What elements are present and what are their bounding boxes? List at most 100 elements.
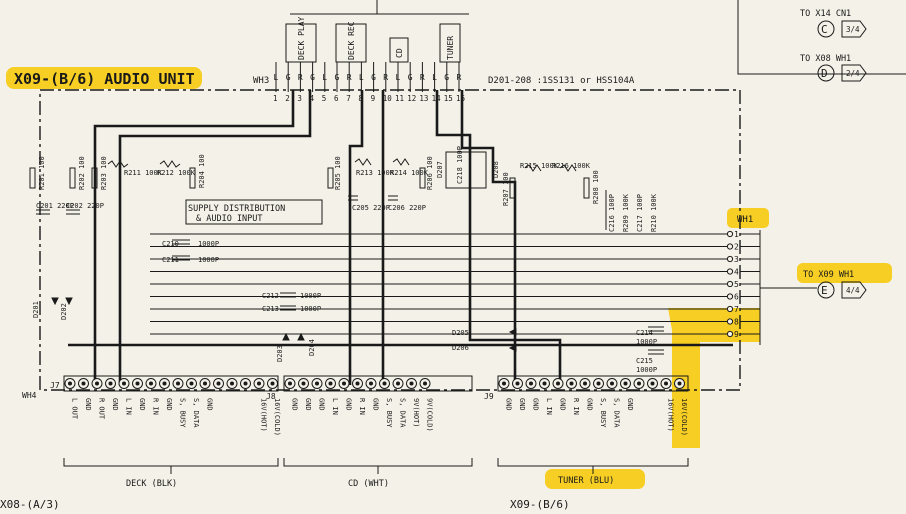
j7-pin-dot: [149, 381, 153, 386]
label-c215-value: 1000P: [636, 366, 657, 374]
j9-pin-dot: [623, 381, 628, 386]
j8-pin-label: 9V(COLD): [426, 398, 434, 432]
deck-play-r-trace: [118, 90, 312, 385]
label-r209: R209 100K: [622, 193, 630, 232]
j9-pin-dot: [529, 381, 533, 386]
label-d208: D208: [492, 161, 500, 178]
label-c215: C215: [636, 357, 653, 365]
j8-pin-dot: [342, 381, 346, 386]
j8-pin-dot: [315, 381, 319, 386]
j7-pin-dot: [189, 381, 194, 386]
label-c214: C214: [636, 329, 653, 337]
j9-pin-label: GND: [505, 398, 513, 411]
label-r204: R204 100: [198, 154, 206, 188]
bottom-right-label: X09-(B/6): [510, 498, 570, 511]
j7-pin-label: GND: [138, 398, 146, 411]
j9-pin-label: GND: [626, 398, 634, 411]
j9-pin-label: 16V(HOT): [667, 398, 675, 432]
j7-pin-dot: [257, 381, 261, 386]
label-c218: C218 100P: [456, 146, 464, 184]
j7-pin-dot: [81, 381, 86, 386]
wh3-pin-number: 7: [346, 94, 351, 103]
j9-pin-dot: [650, 381, 655, 386]
wh3-pin-number: 1: [273, 94, 278, 103]
j8-pin-label: GND: [372, 398, 380, 411]
j7-pin-dot: [122, 381, 126, 386]
j8-pin-dot: [423, 381, 427, 386]
j8-pin-dot: [409, 381, 414, 386]
label-c214-value: 1000P: [636, 338, 657, 346]
j8-pin-label: 9V(HOT): [412, 398, 420, 428]
j7-label: J7: [50, 381, 60, 390]
j9-pin-label: S, DATA: [613, 398, 621, 428]
cold-line-highlight: [668, 308, 760, 448]
wh3-pin-number: 10: [383, 94, 393, 103]
label-r206: R206 100: [426, 156, 434, 190]
label-d203: D203: [276, 345, 284, 362]
group-tuner: TUNER: [446, 36, 455, 60]
to-x09-circle-letter: E: [821, 284, 828, 297]
j8-pin-dot: [328, 381, 333, 386]
group-cd: CD: [395, 48, 404, 58]
j9-pin-label: GND: [586, 398, 594, 411]
j9-pin-label: GND: [559, 398, 567, 411]
label-d206: D206: [452, 344, 469, 352]
to-x09-highlight: [797, 263, 892, 283]
j9-pin-dot: [637, 381, 641, 386]
wh3-pin-number: 3: [297, 94, 302, 103]
wh1-pin-number: 9: [734, 330, 739, 339]
j7-pin-label: S, BUSY: [179, 398, 187, 428]
wh1-pin-number: 3: [734, 255, 739, 264]
j9-pin-label: GND: [532, 398, 540, 411]
unit-title: X09-(B/6) AUDIO UNIT: [14, 70, 195, 88]
to-x14-page: 3/4: [846, 25, 860, 34]
j8-pin-label: L IN: [331, 398, 339, 415]
j9-pin-dot: [596, 381, 601, 386]
wh1-pin-number: 6: [734, 293, 739, 302]
j7-pin-dot: [216, 381, 221, 386]
label-c212: C212: [262, 292, 279, 300]
group-deck-play: DECK PLAY: [297, 16, 306, 60]
wh1-pin: [726, 280, 734, 288]
j8-pin-dot: [369, 381, 373, 386]
j9-connector: [497, 375, 689, 392]
j7-pin-dot: [162, 381, 167, 386]
j8-pin-label: GND: [304, 398, 312, 411]
wh3-pin-number: 13: [419, 94, 428, 103]
unit-outline: [39, 89, 741, 391]
j8-connector: [283, 375, 473, 392]
j7-pin-label: L IN: [125, 398, 133, 415]
to-x08-arrow-icon: [841, 64, 867, 82]
label-r203: R203 100: [100, 156, 108, 190]
tuner-group-label: TUNER (BLU): [558, 476, 614, 486]
deck-group-label: DECK (BLK): [126, 479, 177, 489]
diodes-note: D201-208 :1SS131 or HSS104A: [488, 76, 635, 86]
unit-title-highlight: [6, 67, 202, 89]
supply-box-line2: & AUDIO INPUT: [196, 214, 263, 224]
label-d204: D204: [308, 339, 316, 356]
j7-pin-label: 16V(HOT): [260, 398, 268, 432]
j7-pin-dot: [243, 381, 248, 386]
wh3-pin-number: 2: [285, 94, 290, 103]
label-r213: R213 100K: [356, 169, 395, 177]
tuner-l-trace: [435, 90, 562, 385]
j7-pin-label: 16V(COLD): [273, 398, 281, 436]
label-r212: R212 100K: [157, 169, 196, 177]
label-r210: R210 100K: [650, 193, 658, 232]
label-r202: R202 100: [78, 156, 86, 190]
j9-pin-label: GND: [518, 398, 526, 411]
j8-pin-dot: [355, 381, 360, 386]
supply-box-line1: SUPPLY DISTRIBUTION: [188, 204, 285, 214]
wh3-label: WH3: [253, 76, 269, 86]
j9-pin-dot: [502, 381, 506, 386]
wh1-pin: [726, 255, 734, 263]
j7-pin-dot: [95, 381, 99, 386]
deck-rec-box: [335, 23, 367, 63]
to-x14-arrow-icon: [841, 20, 867, 38]
j8-pin-dot: [396, 381, 400, 386]
tuner-group-highlight: [545, 469, 645, 489]
label-r216: R216 100K: [552, 162, 591, 170]
label-r215: R215 100K: [520, 162, 559, 170]
label-c210: C210: [162, 240, 179, 248]
